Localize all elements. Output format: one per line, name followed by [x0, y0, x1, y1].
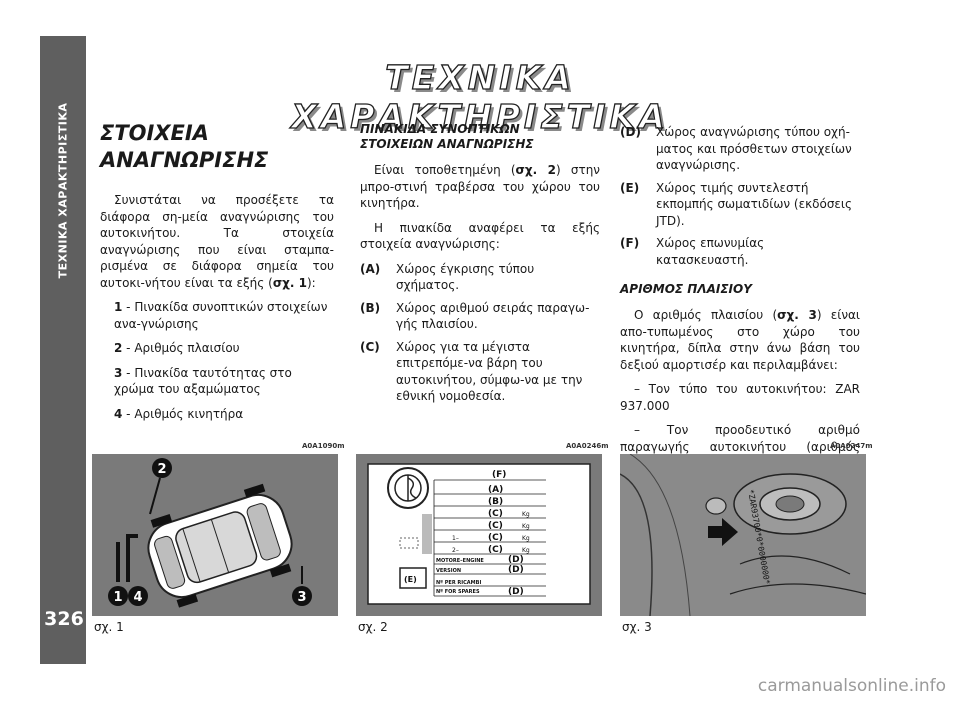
identification-intro: Συνιστάται να προσέξετε τα διάφορα ση-με…	[100, 193, 334, 290]
svg-text:4: 4	[133, 590, 142, 605]
svg-text:(A): (A)	[488, 485, 503, 495]
svg-text:(C): (C)	[488, 521, 503, 531]
svg-text:Kg: Kg	[522, 523, 530, 530]
svg-text:(B): (B)	[488, 497, 503, 507]
callout-3: 3	[292, 586, 312, 606]
chassis-type: – Τον τύπο του αυτοκινήτου: ZAR 937.000	[620, 382, 860, 413]
chassis-text: Ο αριθμός πλαισίου (σχ. 3) είναι απο-τυπ…	[620, 308, 860, 372]
svg-text:MOTORE–ENGINE: MOTORE–ENGINE	[436, 558, 484, 564]
figure-identification-plate: (F) (A) (B) (C) (C) (C) (C) (D) (D) (D) …	[356, 454, 602, 616]
section-heading-chassis: ΑΡΙΘΜΟΣ ΠΛΑΙΣΙΟΥ	[620, 282, 752, 296]
svg-text:Kg: Kg	[522, 511, 530, 518]
svg-text:(D): (D)	[508, 565, 524, 575]
callout-1: 1	[108, 586, 128, 606]
section-heading-plate: ΠΙΝΑΚΙΔΑ ΣΥΝΟΠΤΙΚΩΝ ΣΤΟΙΧΕΙΩΝ ΑΝΑΓΝΩΡΙΣΗ…	[360, 122, 534, 151]
svg-text:(F): (F)	[492, 470, 506, 480]
list-item: 1 - Πινακίδα συνοπτικών στοιχείων ανα-γν…	[114, 300, 328, 331]
figure-caption: σχ. 1	[94, 620, 124, 634]
figure-code: A0A0247m	[830, 442, 873, 450]
plate-location-text: Είναι τοποθετημένη (σχ. 2) στην μπρο-στι…	[360, 163, 600, 210]
alfa-romeo-logo	[387, 467, 429, 509]
svg-text:2–: 2–	[452, 547, 459, 554]
side-tab	[40, 36, 86, 664]
column-plate: ΠΙΝΑΚΙΔΑ ΣΥΝΟΠΤΙΚΩΝ ΣΤΟΙΧΕΙΩΝ ΑΝΑΓΝΩΡΙΣΗ…	[360, 122, 600, 411]
svg-text:Nº PER RICAMBI: Nº PER RICAMBI	[436, 580, 481, 586]
list-item: 2 - Αριθμός πλαισίου	[114, 341, 240, 355]
figure-caption: σχ. 2	[358, 620, 388, 634]
section-heading-identification: ΣΤΟΙΧΕΙΑ ΑΝΑΓΝΩΡΙΣΗΣ	[100, 121, 269, 172]
svg-text:(D): (D)	[508, 555, 524, 565]
page-title: ΤΕΧΝΙΚΑ ΧΑΡΑΚΤΗΡΙΣΤΙΚΑ	[291, 57, 669, 136]
svg-text:Nº FOR SPARES: Nº FOR SPARES	[436, 589, 480, 595]
list-item: (B)Χώρος αριθμού σειράς παραγω-γής πλαισ…	[360, 300, 590, 332]
svg-text:VERSION: VERSION	[436, 568, 461, 574]
list-item: (D)Χώρος αναγνώρισης τύπου οχή-ματος και…	[620, 125, 852, 172]
callout-4: 4	[128, 586, 148, 606]
svg-text:2: 2	[157, 462, 166, 477]
engine-bay-illustration: *ZAR93700*0*0000000*	[620, 454, 866, 616]
car-illustration: 2 1 4 3	[92, 454, 338, 616]
svg-text:1: 1	[113, 590, 122, 605]
list-item: (A)Χώρος έγκρισης τύπου σχήματος.	[360, 261, 535, 293]
svg-text:3: 3	[297, 590, 306, 605]
figure-code: A0A0246m	[566, 442, 609, 450]
column-identification: ΣΤΟΙΧΕΙΑ ΑΝΑΓΝΩΡΙΣΗΣ Συνιστάται να προσέ…	[100, 120, 334, 430]
svg-text:1–: 1–	[452, 535, 459, 542]
svg-text:Kg: Kg	[522, 547, 530, 554]
list-item: (F)Χώρος επωνυμίας κατασκευαστή.	[620, 236, 765, 267]
figure-code: A0A1090m	[302, 442, 345, 450]
page-number: 326	[44, 608, 84, 630]
arrow-icon	[708, 518, 738, 546]
figure-caption: σχ. 3	[622, 620, 652, 634]
plate-illustration: (F) (A) (B) (C) (C) (C) (C) (D) (D) (D) …	[356, 454, 602, 616]
figure-chassis-number: *ZAR93700*0*0000000*	[620, 454, 866, 616]
list-item: (E)Χώρος τιμής συντελεστή εκπομπής σωματ…	[620, 180, 853, 228]
list-item: 3 - Πινακίδα ταυτότητας στο χρώμα του αξ…	[114, 365, 292, 397]
svg-text:(C): (C)	[488, 533, 503, 543]
svg-text:Kg: Kg	[522, 535, 530, 542]
watermark: carmanualsonline.info	[757, 676, 946, 696]
figure-car-top-view: 2 1 4 3	[92, 454, 338, 616]
callout-2: 2	[152, 458, 172, 478]
svg-text:(E): (E)	[404, 575, 417, 584]
column-chassis: (D)Χώρος αναγνώρισης τύπου οχή-ματος και…	[620, 124, 860, 480]
svg-text:(D): (D)	[508, 587, 524, 597]
plate-contents-text: Η πινακίδα αναφέρει τα εξής στοιχεία ανα…	[360, 220, 600, 252]
svg-text:(C): (C)	[488, 545, 503, 555]
side-tab-title: ΤΕΧΝΙΚΑ ΧΑΡΑΚΤΗΡΙΣΤΙΚΑ	[56, 102, 70, 278]
list-item: (C)Χώρος για τα μέγιστα επιτρεπόμε-να βά…	[360, 339, 583, 404]
list-item: 4 - Αριθμός κινητήρα	[114, 406, 244, 421]
svg-text:(C): (C)	[488, 509, 503, 519]
